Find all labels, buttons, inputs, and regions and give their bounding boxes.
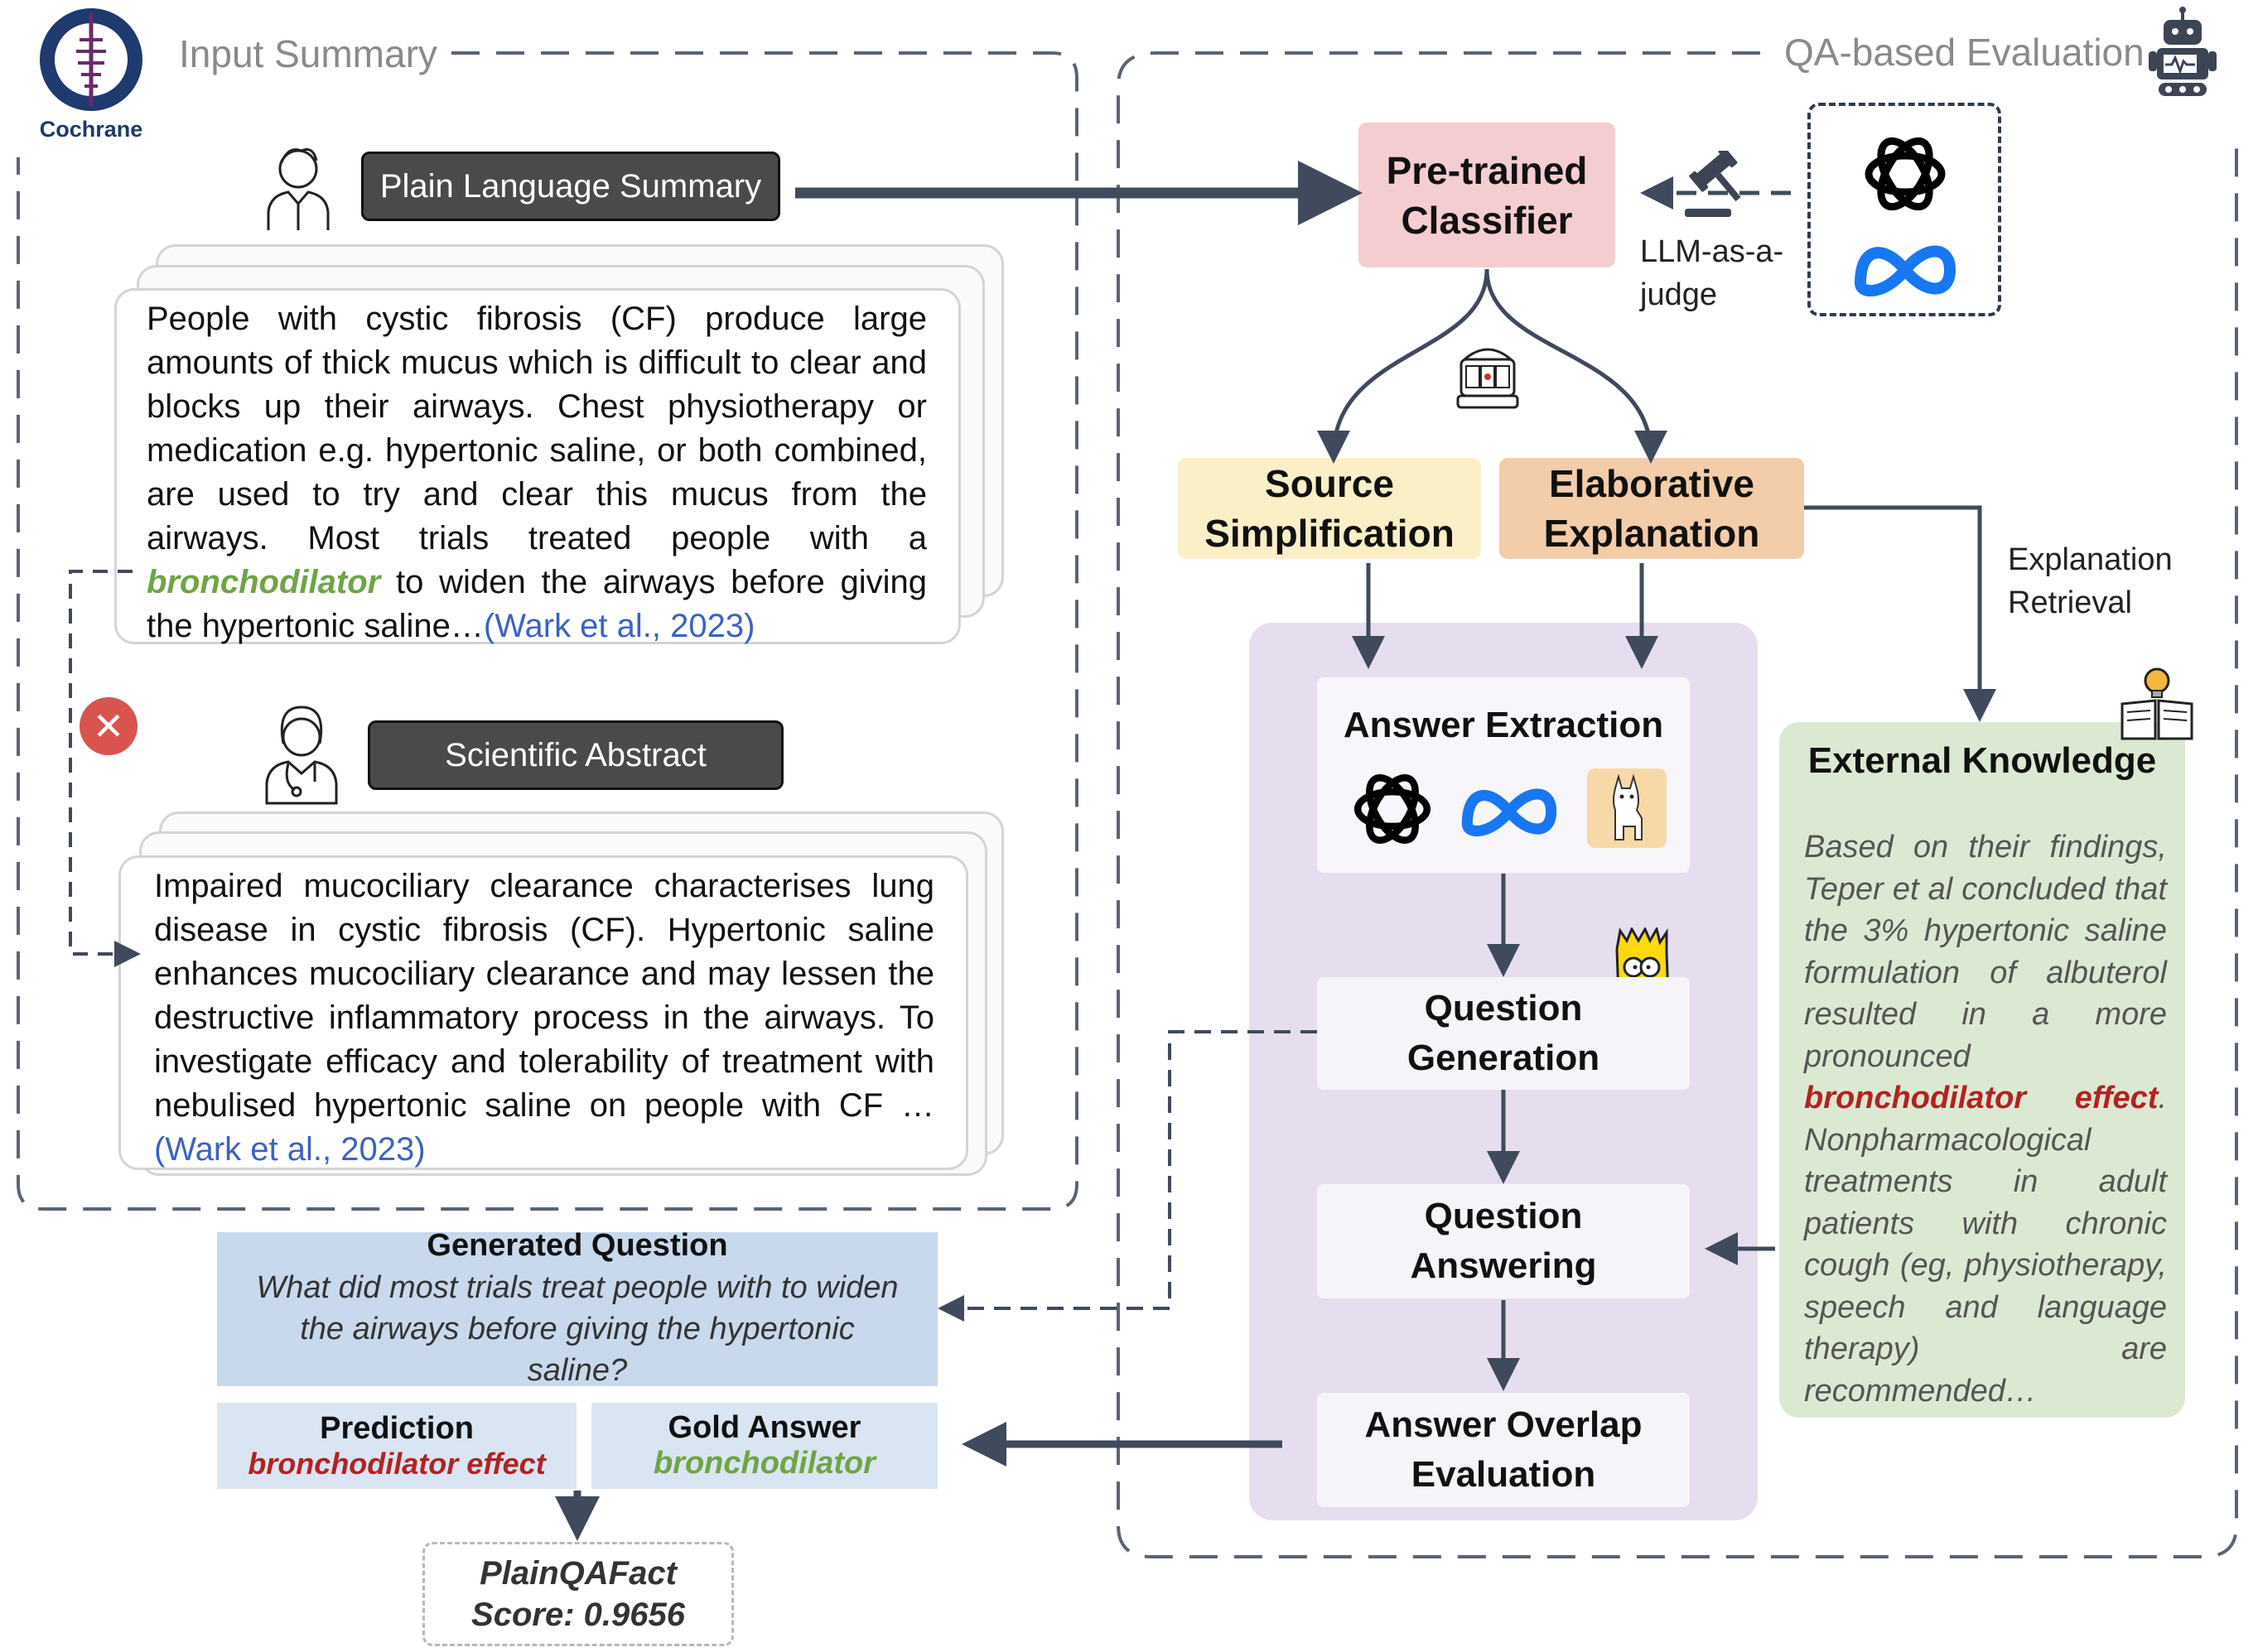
source-line2: Simplification <box>1204 512 1455 555</box>
arrow-generation-to-question <box>938 1030 1317 1322</box>
source-line1: Source <box>1265 462 1394 505</box>
question-generation-line2: Generation <box>1406 1038 1600 1078</box>
question-answering-line2: Answering <box>1410 1245 1597 1286</box>
gold-answer-title: Gold Answer <box>668 1410 861 1445</box>
input-summary-title: Input Summary <box>167 35 449 73</box>
openai-icon <box>1353 774 1431 844</box>
elaborative-line2: Explanation <box>1543 512 1760 555</box>
answer-overlap-line1: Answer Overlap <box>1364 1404 1643 1445</box>
cochrane-logo-icon <box>40 8 142 111</box>
explanation-retrieval-label: Explanation Retrieval <box>2008 538 2173 624</box>
llm-judge-models-box <box>1807 103 2001 316</box>
source-simplification-box: Source Simplification <box>1178 458 1481 559</box>
plain-language-summary-label: Plain Language Summary <box>361 152 780 221</box>
branch-to-source <box>1317 268 1489 464</box>
person-icon <box>267 148 330 230</box>
arrow-explanation-retrieval <box>1804 505 1996 722</box>
gold-answer-value: bronchodilator <box>653 1446 876 1481</box>
judge-line2: judge <box>1640 277 1717 312</box>
external-knowledge-panel: External Knowledge Based on their findin… <box>1779 722 2185 1418</box>
pls-text-after: to widen the airways before giving the h… <box>147 564 927 644</box>
question-generation-box: Question Generation <box>1317 977 1690 1090</box>
llama-icon <box>1587 768 1667 848</box>
input-summary-frame <box>17 51 1078 1211</box>
meta-icon <box>1855 245 1956 297</box>
error-x-icon: ✕ <box>80 697 138 755</box>
doctor-icon <box>265 706 338 805</box>
answer-extraction-box: Answer Extraction <box>1317 677 1690 873</box>
classifier-line2: Classifier <box>1401 198 1573 242</box>
qa-evaluation-frame <box>1117 51 2238 1558</box>
scientific-abstract-label: Scientific Abstract <box>368 720 784 790</box>
abstract-paper-front: Impaired mucociliary clearance character… <box>118 855 968 1170</box>
gold-answer-box: Gold Answer bronchodilator <box>591 1403 938 1489</box>
retrieval-line1: Explanation <box>2008 542 2173 577</box>
abstract-text-body: Impaired mucociliary clearance character… <box>154 868 934 1124</box>
pls-text: People with cystic fibrosis (CF) produce… <box>147 297 927 648</box>
cochrane-logo-text: Cochrane <box>39 117 143 142</box>
generated-question-box: Generated Question What did most trials … <box>217 1228 938 1388</box>
qa-evaluation-title: QA-based Evaluation <box>1773 33 2156 71</box>
abstract-citation: (Wark et al., 2023) <box>154 1131 426 1168</box>
meta-icon <box>1461 788 1557 836</box>
cochrane-logo: Cochrane <box>33 7 157 142</box>
external-knowledge-title: External Knowledge <box>1807 740 2157 781</box>
slot-machine-icon <box>1456 348 1519 409</box>
dashed-pls-to-abstract <box>69 570 141 967</box>
gavel-icon <box>1685 151 1741 217</box>
answer-overlap-line2: Evaluation <box>1411 1454 1596 1495</box>
plainqafact-score-box: PlainQAFact Score: 0.9656 <box>422 1542 734 1646</box>
ek-text-before: Based on their findings, Teper et al con… <box>1804 830 2167 1074</box>
score-line1: PlainQAFact <box>480 1555 677 1592</box>
answer-overlap-evaluation-box: Answer Overlap Evaluation <box>1317 1393 1690 1507</box>
question-generation-line1: Question <box>1424 988 1583 1028</box>
llm-as-judge-label: LLM-as-a- judge <box>1640 230 1783 316</box>
book-lightbulb-icon <box>2120 667 2193 740</box>
pretrained-classifier-box: Pre-trained Classifier <box>1358 123 1615 267</box>
prediction-title: Prediction <box>320 1410 474 1446</box>
score-line2: Score: 0.9656 <box>471 1597 685 1633</box>
ek-text-after: . Nonpharmacological treatments in adult… <box>1804 1081 2167 1409</box>
prediction-box: Prediction bronchodilator effect <box>217 1403 577 1489</box>
generated-question-title: Generated Question <box>427 1227 728 1263</box>
openai-icon <box>1865 137 1946 211</box>
answer-extraction-title: Answer Extraction <box>1343 705 1664 745</box>
generated-question-text: What did most trials treat people with t… <box>256 1269 899 1388</box>
question-answering-box: Question Answering <box>1317 1184 1690 1298</box>
pls-paper-front: People with cystic fibrosis (CF) produce… <box>114 288 961 644</box>
question-answering-line1: Question <box>1424 1196 1583 1236</box>
robot-icon <box>2149 7 2217 96</box>
abstract-text: Impaired mucociliary clearance character… <box>154 865 934 1172</box>
pls-text-before: People with cystic fibrosis (CF) produce… <box>147 301 927 556</box>
retrieval-line2: Retrieval <box>2008 585 2132 620</box>
judge-line1: LLM-as-a- <box>1640 234 1784 269</box>
branch-to-elaborative <box>1484 268 1667 464</box>
classifier-line1: Pre-trained <box>1386 148 1588 192</box>
pls-highlight: bronchodilator <box>147 564 381 600</box>
elaborative-line1: Elaborative <box>1549 462 1754 505</box>
elaborative-explanation-box: Elaborative Explanation <box>1499 458 1804 559</box>
ek-highlight: bronchodilator effect <box>1804 1081 2159 1115</box>
prediction-value: bronchodilator effect <box>248 1446 546 1481</box>
pls-citation: (Wark et al., 2023) <box>483 608 755 644</box>
external-knowledge-text: Based on their findings, Teper et al con… <box>1804 826 2167 1412</box>
